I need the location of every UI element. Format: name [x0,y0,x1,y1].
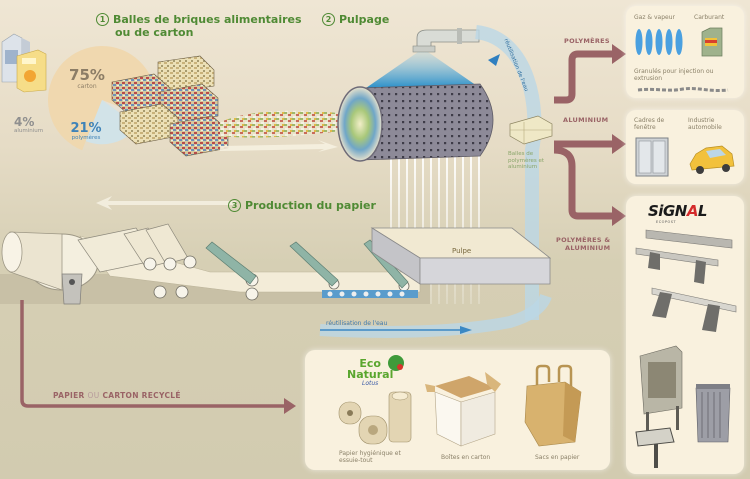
step-3-title-text: Production du papier [245,199,376,212]
information-board-icon [639,345,683,434]
pie-slice-carton [48,46,156,151]
pulp-label: Pulpe [452,247,472,255]
panel-recycled-paper-products: Eco Natural Lotus Papier hygiénique et e… [305,350,610,470]
recycled-paper-label-b: CARTON RECYCLÉ [102,391,181,400]
fuel-canister-icon [701,27,723,57]
trash-bin-icon [695,384,731,443]
flow-label-aluminium: ALUMINIUM [563,116,609,124]
flow-label-polymers: POLYMÈRES [564,37,610,45]
step-2-title: 2 Pulpage [322,13,389,26]
panel-urban-furniture: SiGNAL ECOPOST [626,196,744,474]
eco-natural-logo-sub: Lotus [362,380,379,387]
polymers-label: polymères [71,135,101,141]
eco-natural-logo-line2: Natural [347,368,394,381]
car-icon [689,145,735,174]
paper-bags-label: Sacs en papier [535,454,580,461]
flow-label-pa-line1: POLYMÈRES & [556,236,611,244]
water-reuse-label-bottom: réutilisation de l'eau [326,320,388,327]
paper-machine [0,223,552,305]
pie-label-polymers: 21% polymères [66,122,106,141]
step-3-number: 3 [228,199,241,212]
recycled-paper-label: PAPIER OU CARTON RECYCLÉ [53,391,181,400]
step-1-number: 1 [96,13,109,26]
signal-logo: SiGNAL [648,202,707,220]
production-direction-arrow [96,196,236,210]
polymer-aluminium-bale-icon [509,115,553,145]
signal-logo-part2: A [686,202,699,220]
bench-with-back-icon [635,229,733,284]
panel-aluminium-products: Cadres de fenêtre Industrie automobile [626,110,744,184]
carton-label: carton [77,83,97,90]
water-faucet-icon [412,28,480,53]
carton-percent: 75% [69,66,105,84]
recycled-paper-label-a: PAPIER [53,391,85,400]
fuel-label: Carburant [694,14,725,21]
paper-bag-icon [524,364,582,447]
carton-bales-icon [111,55,229,157]
step-1-title-line2: ou de carton [115,26,194,39]
shredded-cartons-stream [220,110,350,152]
flow-label-pa-line2: ALUMINIUM [564,244,611,252]
aluminium-label: aluminium [14,128,44,134]
flow-arrows-right [553,44,626,226]
step-3-title: 3 Production du papier [228,199,376,212]
pie-label-aluminium: 4% aluminium [14,116,43,134]
eco-natural-logo: Eco Natural Lotus [347,358,393,387]
bench-icon [651,287,737,332]
polymers-percent: 21% [70,121,102,136]
beverage-cartons-icon [1,33,47,93]
signal-logo-part1: SiGN [648,202,687,220]
panel-polymers-products: Gaz & vapeur Carburant Granulés pour inj… [626,6,744,98]
cardboard-boxes-label: Boîtes en carton [441,454,491,461]
gas-flames-icon [635,29,683,55]
granules-label: Granulés pour injection ou extrusion [634,68,714,82]
cardboard-box-icon [425,372,501,447]
recycled-paper-label-or: OU [87,391,100,400]
step-1-title-line1: Balles de briques alimentaires [113,13,302,26]
signal-logo-part3: L [697,202,708,220]
step-2-number: 2 [322,13,335,26]
pie-label-carton: 75% carton [66,66,108,91]
auto-industry-label: Industrie automobile [688,117,722,131]
tissue-paper-label: Papier hygiénique et essuie-tout [339,450,401,464]
bales-polymers-label: Balles de polymères et aluminium [508,151,545,170]
urban-furniture-illustrations [635,229,737,468]
signal-tagline: ECOPOST [656,220,677,224]
water-reuse-arc-top [474,25,542,320]
step-1-title: 1 Balles de briques alimentaires ou de ca… [96,13,302,39]
granules-icon [637,87,729,92]
paper-rolls-icon [338,391,412,445]
signpost-icon [635,427,675,468]
recycled-paper-flow-arrow [20,300,296,414]
eco-natural-logo-line1: Eco [359,357,381,370]
window-frame-icon [635,137,669,177]
water-spray [366,52,480,88]
gas-vapour-label: Gaz & vapeur [634,14,675,21]
water-reuse-arc-bottom [319,293,552,338]
step-2-title-text: Pulpage [339,13,390,26]
window-frames-label: Cadres de fenêtre [634,117,665,131]
flow-label-polymers-aluminium: POLYMÈRES & ALUMINIUM [556,236,610,252]
aluminium-percent: 4% [14,115,35,129]
tree-logo-icon [388,355,404,371]
